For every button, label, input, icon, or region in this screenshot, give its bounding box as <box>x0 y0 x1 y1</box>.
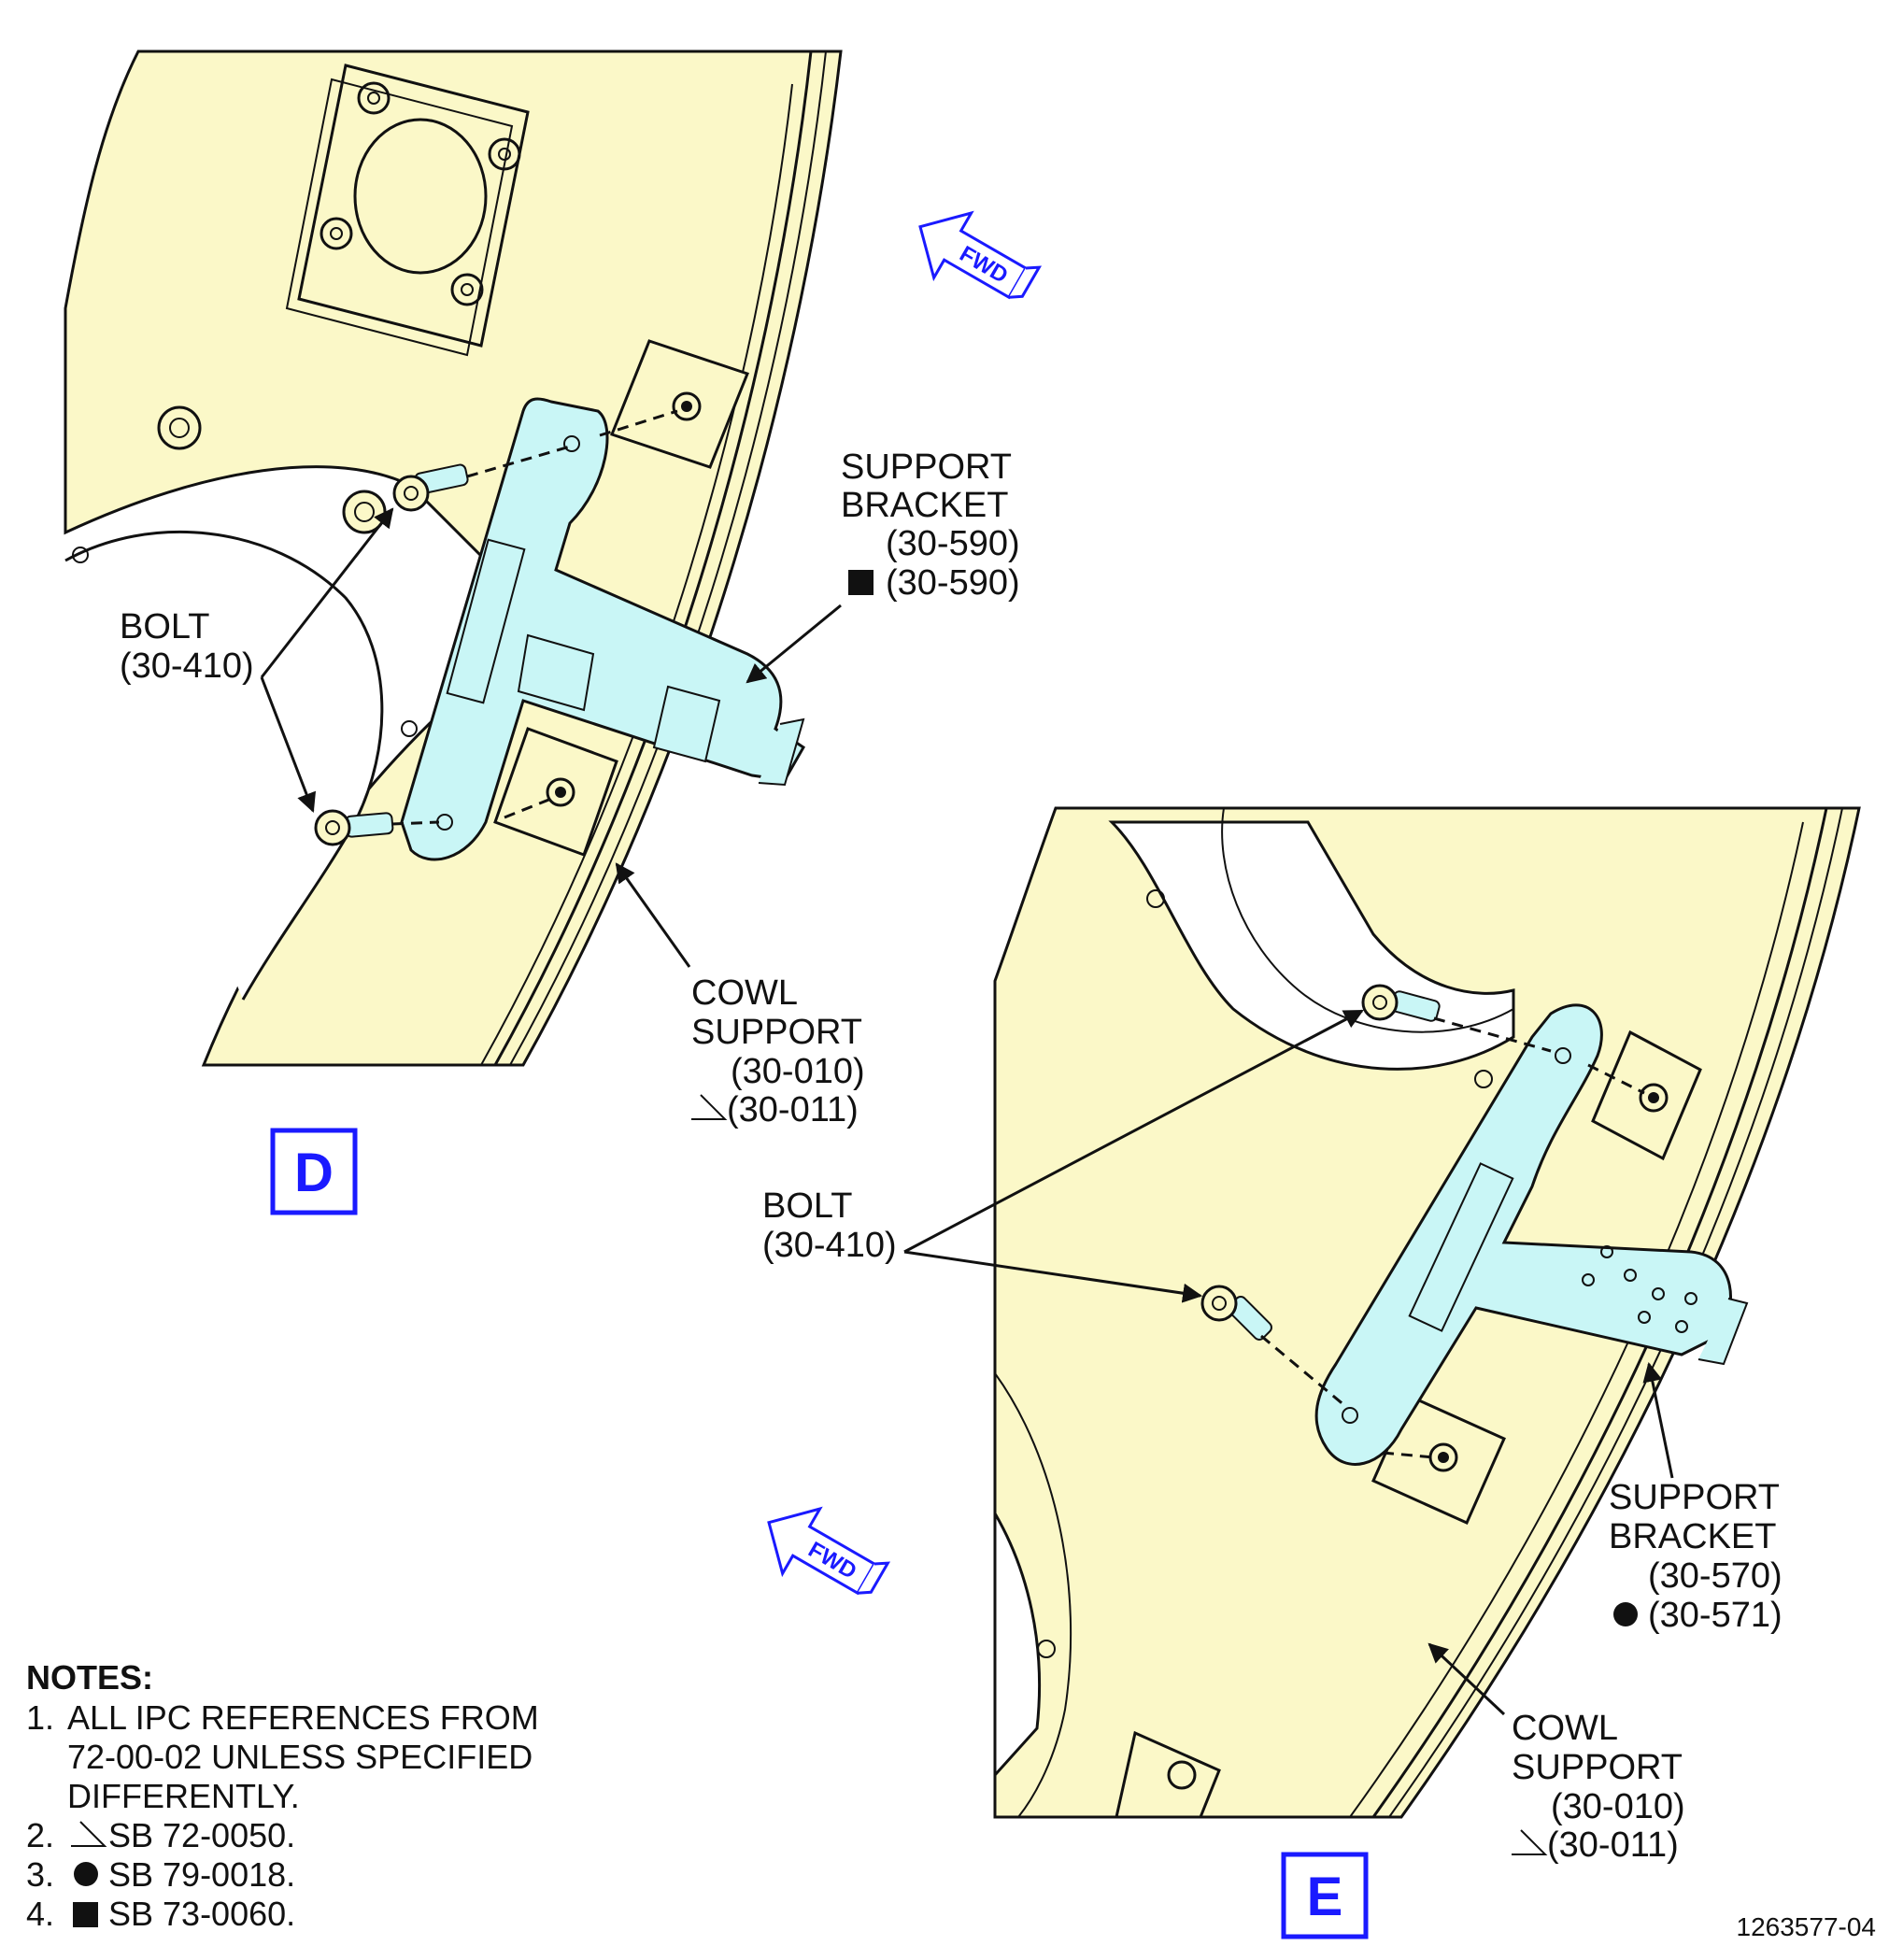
view-d-bolt-leader-upper <box>260 507 394 678</box>
notes-block: NOTES: 1. ALL IPC REFERENCES FROM 72-00-… <box>26 1658 539 1933</box>
note-3-text: SB 79-0018. <box>108 1855 295 1894</box>
view-d-cowl-label-1: COWL <box>691 973 798 1013</box>
note-4-number: 4. <box>26 1895 54 1933</box>
view-d-illustration <box>64 50 843 1067</box>
view-e-support-bracket <box>1314 1003 1732 1466</box>
note-2-number: 2. <box>26 1816 54 1854</box>
note-4-text: SB 73-0060. <box>108 1895 295 1933</box>
view-e-cowl-ref-1: (30-010) <box>1551 1787 1685 1826</box>
view-d-cowl-label-2: SUPPORT <box>691 1013 862 1052</box>
view-e-support-bracket-label-1: SUPPORT <box>1609 1478 1780 1517</box>
view-e-circle-symbol <box>1613 1602 1638 1626</box>
view-d-cowl-ref-1: (30-010) <box>731 1052 865 1091</box>
view-e-cowl-label-1: COWL <box>1512 1709 1618 1748</box>
note-4-square-symbol <box>73 1902 98 1927</box>
view-e-support-bracket-label-2: BRACKET <box>1609 1517 1776 1556</box>
note-1-number: 1. <box>26 1698 54 1737</box>
view-e-bolt-upper <box>1361 984 1441 1022</box>
view-d-mount-plate <box>285 64 530 357</box>
view-e-cowl-ref-2: (30-011) <box>1547 1825 1679 1865</box>
view-d-callouts: SUPPORT BRACKET (30-590) (30-590) BOLT (… <box>120 447 1020 1129</box>
view-d-bolt-lower <box>314 809 394 846</box>
view-d-support-bracket-ref-1: (30-590) <box>886 524 1020 563</box>
view-e-bolt-lower <box>1200 1285 1272 1341</box>
view-e-bolt-ref: (30-410) <box>762 1226 897 1265</box>
view-d-bolt-ref: (30-410) <box>120 646 254 686</box>
view-e-fwd-arrow: FWD <box>767 1506 891 1596</box>
view-d-bracket-leader <box>746 604 842 684</box>
view-e-bolt-leader-lower <box>903 1250 1203 1303</box>
view-e-support-bracket-ref-1: (30-570) <box>1648 1556 1782 1596</box>
view-e-support-bracket-ref-2: (30-571) <box>1648 1596 1782 1635</box>
view-d-fwd-arrow: FWD <box>918 210 1043 300</box>
view-d-clip-2 <box>652 685 721 763</box>
note-1-line-2: 72-00-02 UNLESS SPECIFIED <box>67 1738 533 1776</box>
view-e-cowl-leader <box>1427 1642 1506 1716</box>
view-e-callouts: BOLT (30-410) SUPPORT BRACKET (30-570) (… <box>762 1186 1782 1865</box>
view-d-cowl-rim <box>493 50 813 1066</box>
view-d-upper-pad <box>610 339 749 469</box>
view-d-cowl-ref-2: (30-011) <box>727 1090 859 1129</box>
view-d-support-bracket-label-1: SUPPORT <box>841 447 1012 487</box>
note-1-line-1: ALL IPC REFERENCES FROM <box>67 1698 539 1737</box>
view-e-upper-pad <box>1591 1030 1702 1161</box>
view-d-support-bracket-ref-2: (30-590) <box>886 563 1020 603</box>
view-e-label: E <box>1307 1867 1343 1927</box>
view-d-support-bracket-label-2: BRACKET <box>841 486 1008 525</box>
view-e-bolt-leader-upper <box>903 1009 1364 1254</box>
view-d-label-box <box>270 1128 358 1215</box>
view-d-cutout <box>64 531 384 1001</box>
view-d-clip-1 <box>517 633 595 712</box>
notes-heading: NOTES: <box>26 1658 153 1697</box>
view-d-square-symbol <box>848 570 873 595</box>
view-e-cutout-lower <box>993 1508 1042 1779</box>
view-e-bracket-leader <box>1642 1361 1674 1479</box>
view-e-triangle-symbol <box>1512 1829 1548 1855</box>
view-d-bolt-leader-lower <box>260 676 317 813</box>
view-d-triangle-symbol <box>691 1094 728 1120</box>
note-2-triangle-symbol <box>71 1821 107 1847</box>
view-e-cowl-label-2: SUPPORT <box>1512 1748 1683 1787</box>
note-2-text: SB 72-0050. <box>108 1816 295 1854</box>
view-d-bolt-upper <box>392 463 469 512</box>
view-d-bolt-label: BOLT <box>120 607 209 646</box>
note-1-line-3: DIFFERENTLY. <box>67 1777 300 1815</box>
view-d-cowl-leader <box>615 862 691 968</box>
view-d-label: D <box>294 1143 334 1203</box>
note-3-circle-symbol <box>74 1862 98 1886</box>
view-e-illustration <box>903 806 1861 1819</box>
drawing-number: 1263577-04 <box>1737 1912 1876 1941</box>
view-e-label-box <box>1281 1852 1369 1939</box>
view-d-cowl-panel <box>64 50 843 1067</box>
view-e-bolt-label: BOLT <box>762 1186 852 1226</box>
note-3-number: 3. <box>26 1855 54 1894</box>
